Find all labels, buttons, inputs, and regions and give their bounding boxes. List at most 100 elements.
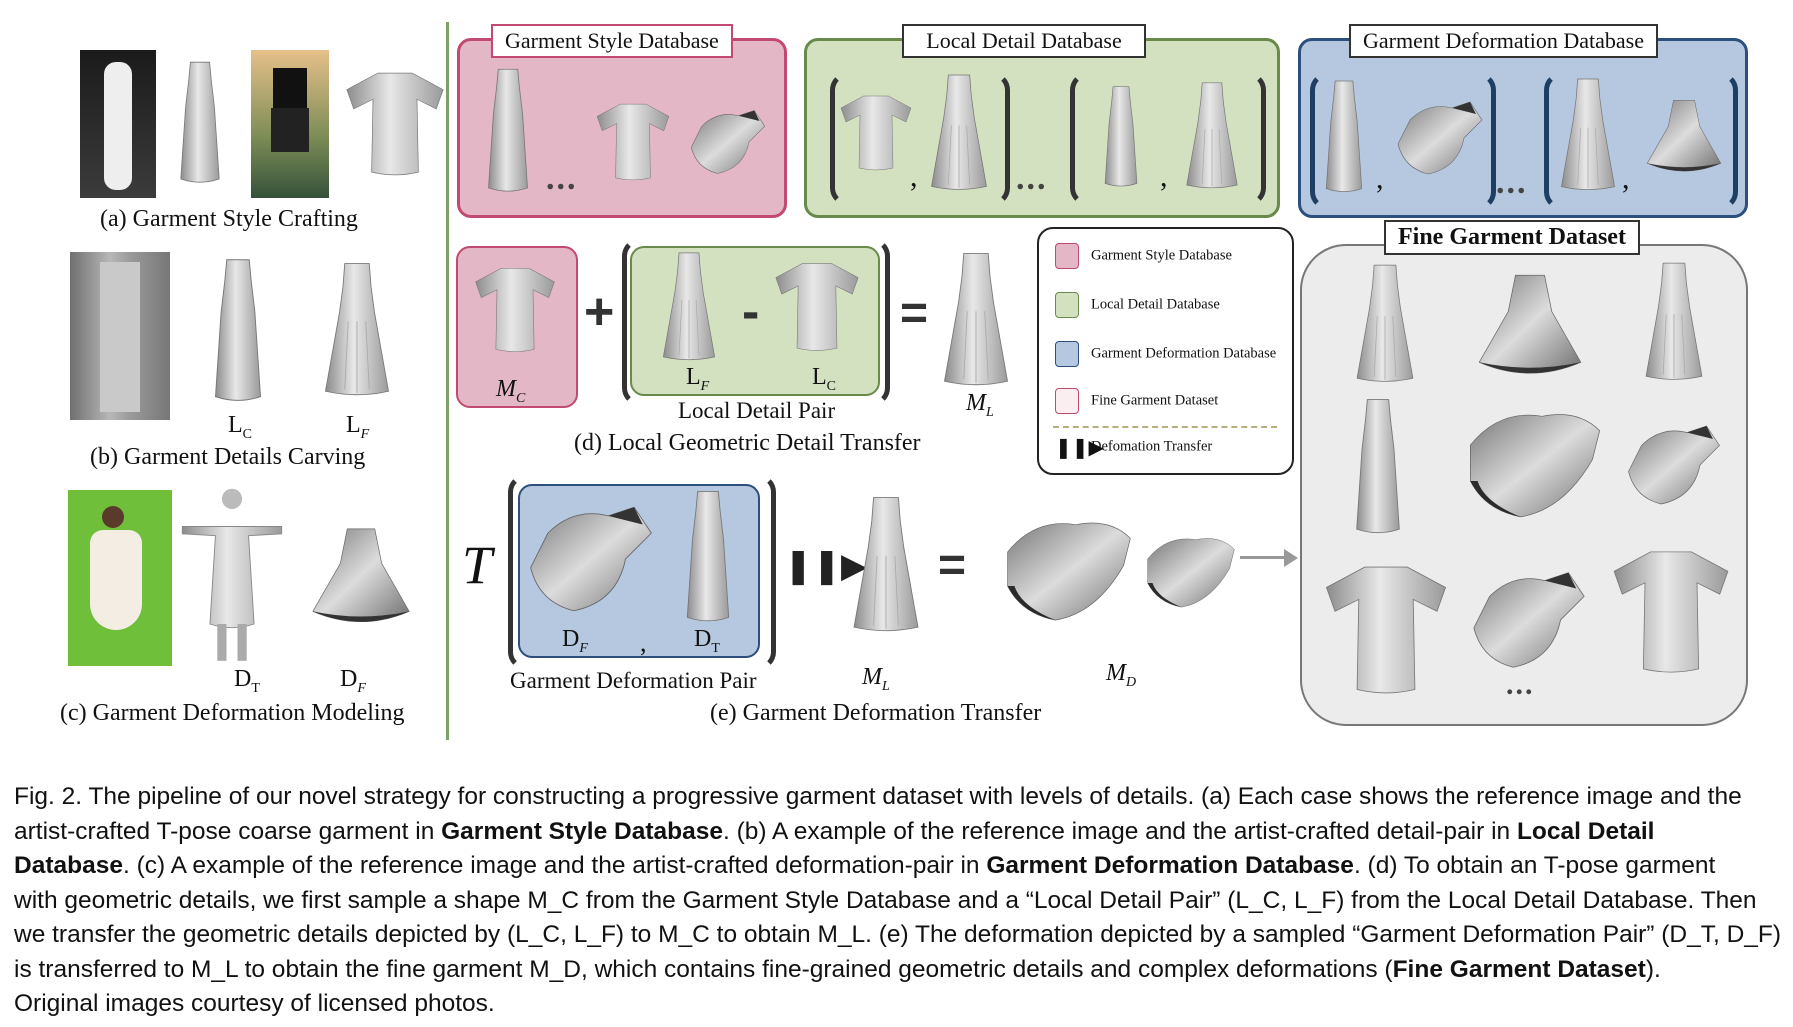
comma-e: , — [640, 628, 647, 657]
deform-ellipsis: ... — [1496, 164, 1528, 201]
deform-garment-4 — [1642, 82, 1726, 192]
label-lf: LF — [346, 412, 370, 442]
fine-garment-6 — [1622, 400, 1726, 530]
label-lf-d: LF — [686, 364, 710, 394]
fine-garment-1 — [1326, 262, 1444, 386]
garment-lc — [770, 250, 864, 364]
local-ellipsis: ... — [1016, 160, 1048, 197]
garment-mc — [470, 252, 560, 368]
legend-item-deform: Garment Deformation Database — [1055, 341, 1276, 367]
legend-item-fine: Fine Garment Dataset — [1055, 388, 1218, 414]
caption-line-4: with geometric details, we first sample … — [14, 886, 1757, 914]
deform-pair-bracket-2 — [1544, 72, 1738, 210]
fine-garment-4 — [1330, 396, 1426, 538]
caption-line-1: Fig. 2. The pipeline of our novel strate… — [14, 783, 1742, 810]
label-md: MD — [1106, 660, 1137, 690]
legend: Garment Style Database Local Detail Data… — [1037, 227, 1294, 475]
caption-line-7: Original images courtesy of licensed pho… — [14, 990, 495, 1017]
legend-divider-dashed — [1053, 426, 1277, 428]
label-ml-d: ML — [966, 390, 994, 420]
garment-ml-e — [846, 494, 926, 636]
panel-label-b: (b) Garment Details Carving — [90, 444, 366, 470]
garment-md-2 — [1138, 504, 1244, 638]
local-pair-bracket-2 — [1070, 72, 1266, 206]
caption-line-2: artist-crafted T-pose coarse garment in … — [14, 817, 1655, 845]
fine-garment-dataset-title: Fine Garment Dataset — [1384, 220, 1640, 255]
garment-dt — [680, 488, 736, 626]
local-garment-1 — [836, 74, 916, 192]
minus-operator: - — [742, 283, 760, 341]
deform-garment-2 — [1392, 90, 1488, 186]
panel-label-d: (d) Local Geometric Detail Transfer — [574, 430, 921, 456]
fine-garment-5 — [1456, 396, 1614, 530]
label-dt-e: DT — [694, 626, 720, 656]
label-lc-d: LC — [812, 364, 837, 394]
comma-4: , — [1622, 162, 1630, 195]
panel-label-a: (a) Garment Style Crafting — [100, 206, 358, 232]
label-df-e: DF — [562, 626, 588, 656]
caption-line-6: is transferred to M_L to obtain the fine… — [14, 955, 1661, 983]
garment-deformation-pair-bracket — [508, 474, 776, 670]
panel-label-e: (e) Garment Deformation Transfer — [710, 700, 1042, 726]
garment-lf — [640, 250, 738, 364]
label-lc: LC — [228, 412, 253, 442]
reference-photo-a2 — [251, 50, 329, 198]
arrow-to-fine-dataset — [1240, 556, 1288, 559]
deformation-transfer-icon: ❚❚▶ — [1055, 435, 1104, 459]
label-df: DF — [340, 666, 366, 696]
fine-garment-2 — [1462, 268, 1598, 384]
style-ellipsis: ... — [546, 160, 578, 197]
figure-caption: Fig. 2. The pipeline of our novel strate… — [14, 780, 1784, 1022]
garment-ml-d — [936, 250, 1016, 390]
equals-operator-e: = — [938, 539, 967, 592]
legend-swatch-fine — [1055, 388, 1079, 414]
deformation-transfer-icon: ❚❚▶ — [784, 546, 868, 586]
style-garment-3 — [686, 84, 770, 200]
reference-photo-a1 — [80, 50, 156, 198]
fine-garment-9 — [1606, 542, 1736, 682]
legend-item-local: Local Detail Database — [1055, 292, 1220, 318]
local-garment-2 — [918, 72, 1000, 194]
caption-line-3: Database. (c) A example of the reference… — [14, 852, 1716, 879]
deform-pair-bracket-1 — [1310, 72, 1496, 210]
label-ml-e: ML — [862, 664, 890, 694]
fine-garment-3 — [1620, 260, 1728, 384]
legend-item-transfer: ❚❚▶Defomation Transfer — [1055, 435, 1213, 459]
fine-garment-8 — [1466, 558, 1592, 682]
legend-item-style: Garment Style Database — [1055, 243, 1232, 269]
body-posed-df — [306, 484, 416, 670]
style-garment-1 — [482, 66, 534, 196]
deform-garment-1 — [1320, 78, 1368, 196]
reference-photo-c — [68, 490, 172, 666]
reference-photo-b — [70, 252, 170, 420]
legend-swatch-deform — [1055, 341, 1079, 367]
legend-swatch-style — [1055, 243, 1079, 269]
garment-deformation-database-title: Garment Deformation Database — [1349, 24, 1658, 58]
deform-garment-3 — [1552, 76, 1624, 194]
label-t: T — [462, 535, 493, 595]
comma-2: , — [1160, 160, 1168, 193]
fine-garment-7 — [1318, 552, 1454, 708]
label-mc: MC — [496, 376, 526, 406]
garment-style-database-title: Garment Style Database — [491, 24, 733, 58]
local-detail-pair-bracket — [622, 238, 890, 406]
coarse-dress-lc — [206, 256, 270, 406]
legend-swatch-local — [1055, 292, 1079, 318]
comma-1: , — [910, 160, 918, 193]
fine-ellipsis: ... — [1506, 668, 1535, 701]
caption-line-5: we transfer the geometric details depict… — [14, 921, 1782, 948]
body-tpose-dt — [172, 486, 292, 670]
local-pair-bracket-1 — [830, 72, 1010, 206]
arrow-head-icon — [1284, 549, 1298, 567]
panel-label-c: (c) Garment Deformation Modeling — [60, 700, 405, 726]
local-garment-3 — [1090, 84, 1152, 190]
garment-deformation-pair-label: Garment Deformation Pair — [510, 668, 757, 693]
detailed-dress-lf — [322, 254, 392, 406]
coarse-tee-skirt-a2 — [340, 56, 450, 192]
garment-df — [522, 494, 660, 624]
plus-operator: + — [584, 283, 615, 341]
local-garment-4 — [1178, 80, 1246, 192]
equals-operator-d: = — [900, 287, 929, 340]
garment-md-1 — [994, 504, 1144, 634]
panel-divider — [446, 22, 449, 740]
